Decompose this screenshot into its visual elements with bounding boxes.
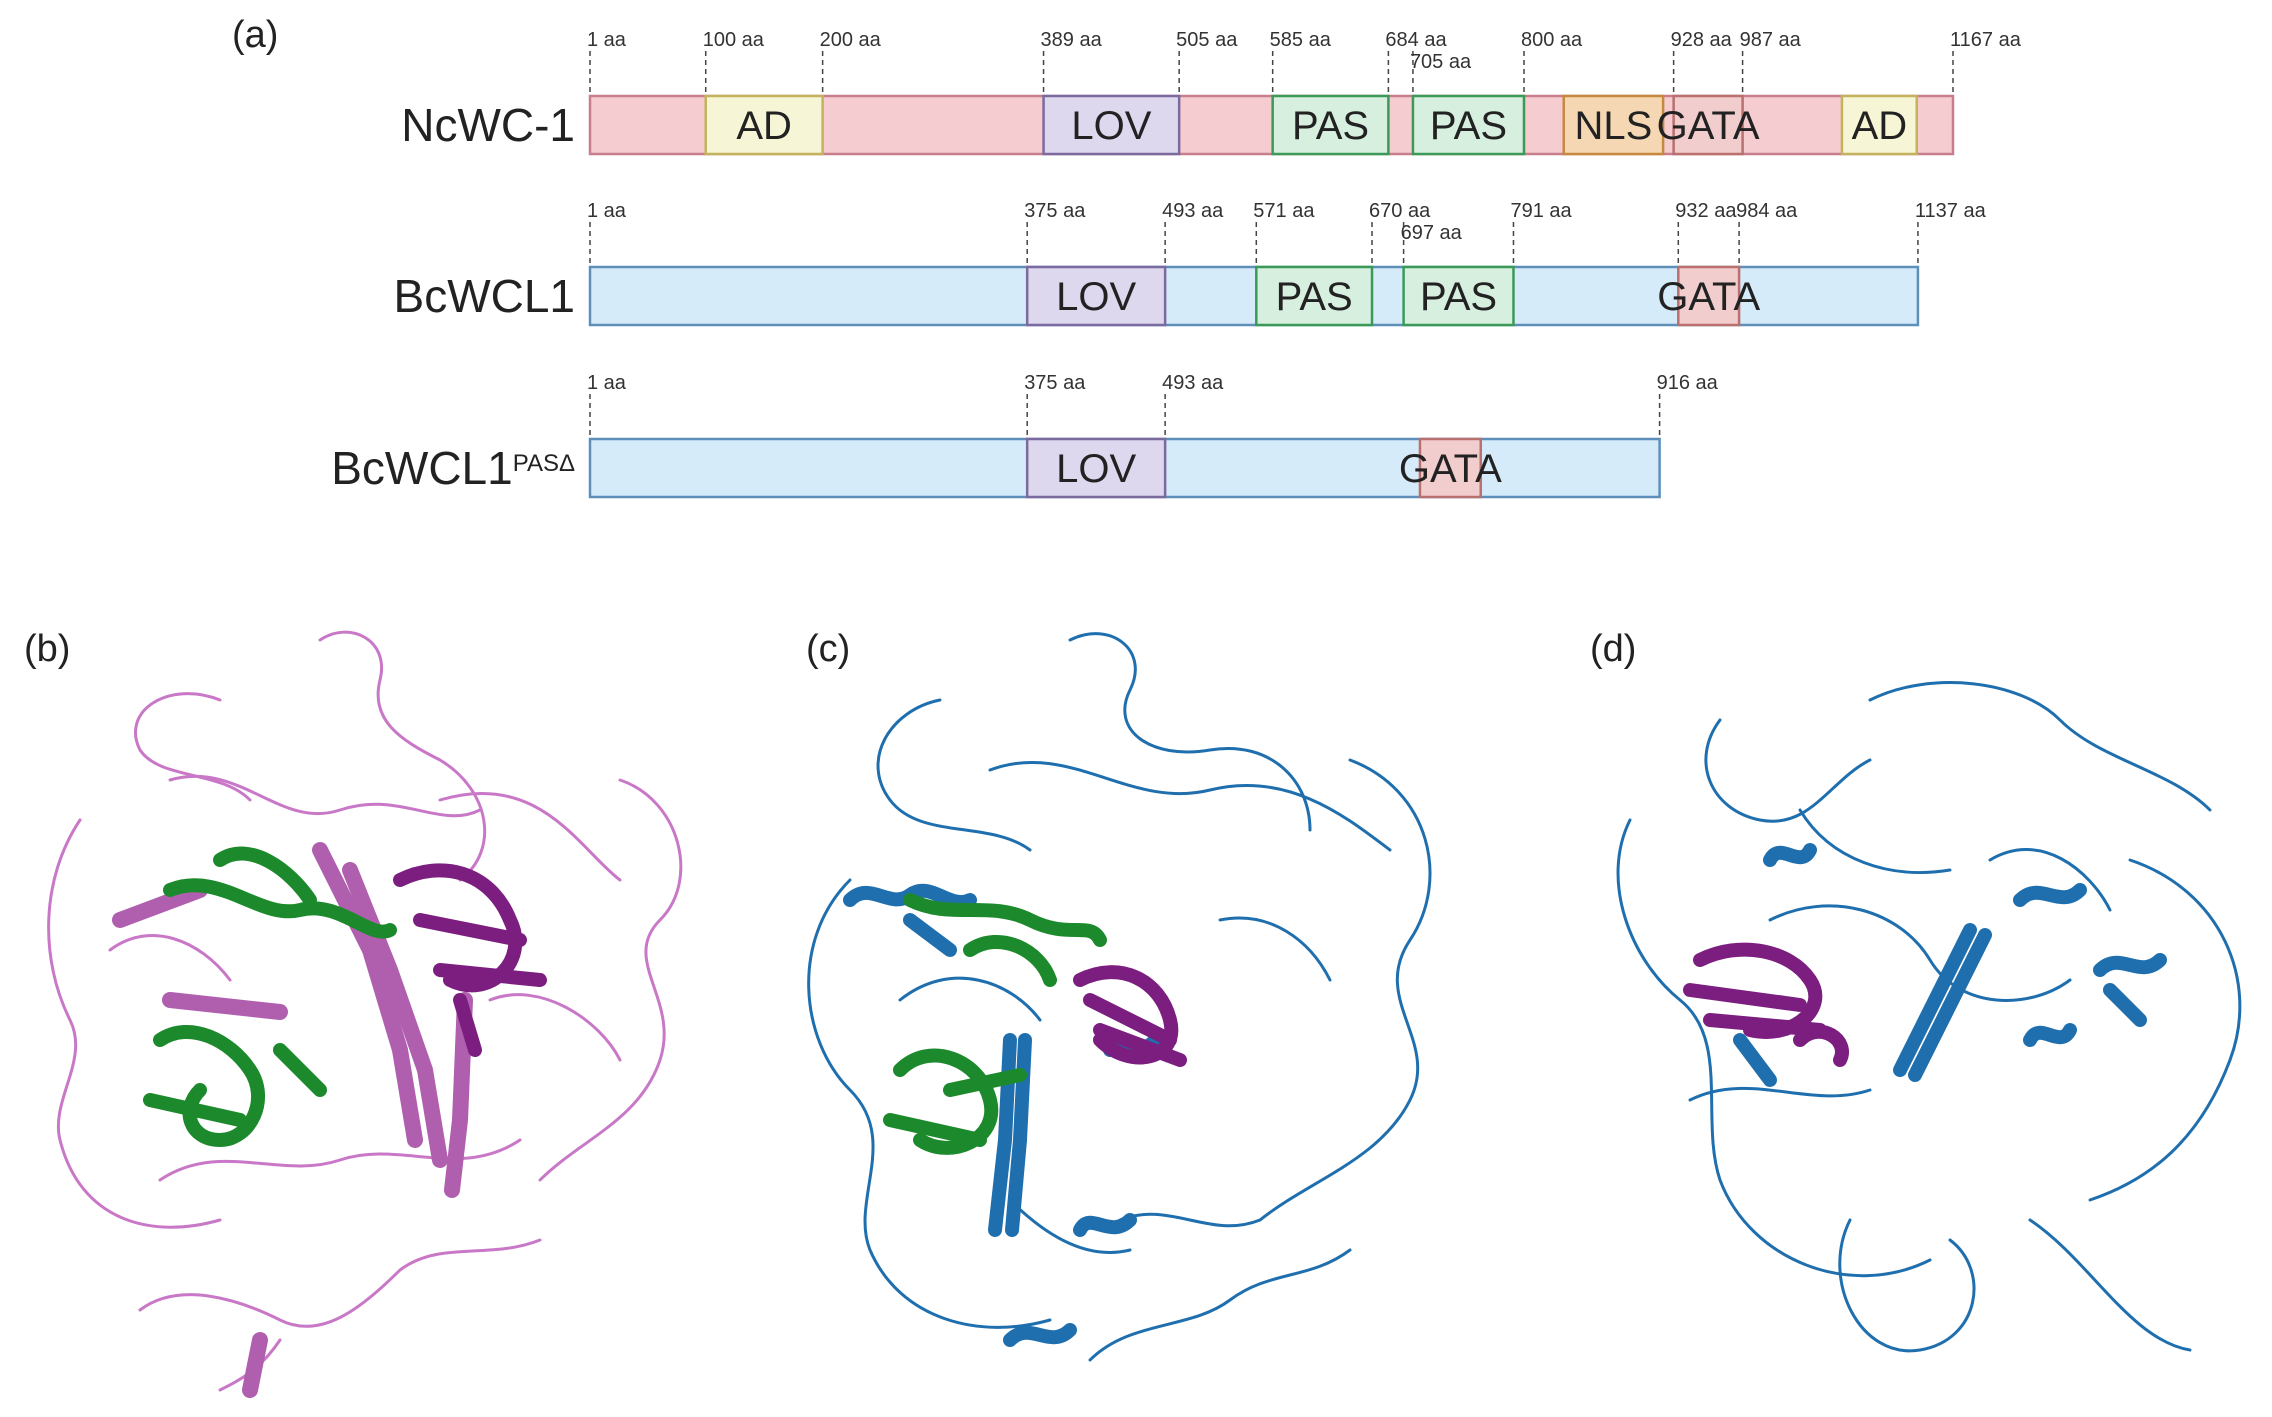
position-label: 1 aa	[587, 372, 627, 394]
position-label: 791 aa	[1510, 200, 1572, 222]
domain-box-lov	[1042, 94, 1181, 156]
domain-label: NLS	[1575, 104, 1653, 148]
position-label: 585 aa	[1270, 29, 1332, 51]
position-label: 987 aa	[1740, 29, 1802, 51]
position-label: 571 aa	[1253, 200, 1315, 222]
domain-label: LOV	[1056, 275, 1136, 319]
domain-box-nls	[1562, 94, 1665, 156]
domain-label: GATA	[1657, 104, 1760, 148]
position-label: 1167 aa	[1950, 29, 2022, 51]
protein-name: BcWCL1PASΔ	[331, 442, 575, 494]
protein-name: NcWC-1	[401, 99, 575, 151]
domain-label: GATA	[1399, 447, 1502, 491]
domain-label: PAS	[1276, 275, 1353, 319]
position-label: 493 aa	[1162, 200, 1224, 222]
panel-d-label: (d)	[1590, 628, 1637, 670]
position-label: 389 aa	[1041, 29, 1103, 51]
domain-box-pas	[1271, 94, 1390, 156]
domain-label: AD	[1852, 104, 1908, 148]
panel-c-label: (c)	[806, 628, 851, 670]
position-label: 200 aa	[820, 29, 882, 51]
domain-label: GATA	[1657, 275, 1760, 319]
position-label: 375 aa	[1024, 372, 1086, 394]
domain-box-pas	[1411, 94, 1526, 156]
domain-label: LOV	[1056, 447, 1136, 491]
position-label: 1 aa	[587, 200, 627, 222]
position-label: 916 aa	[1657, 372, 1719, 394]
domain-box-gata	[1677, 265, 1741, 327]
domain-label: LOV	[1071, 104, 1151, 148]
position-label: 705 aa	[1410, 51, 1472, 73]
position-label: 1 aa	[587, 29, 627, 51]
domain-box-lov	[1025, 265, 1167, 327]
domain-box-pas	[1402, 265, 1515, 327]
position-label: 1137 aa	[1915, 200, 1987, 222]
position-label: 505 aa	[1176, 29, 1238, 51]
domain-box-ad	[1840, 94, 1919, 156]
domain-label: PAS	[1292, 104, 1369, 148]
domain-box-ad	[704, 94, 824, 156]
position-label: 800 aa	[1521, 29, 1583, 51]
position-label: 928 aa	[1671, 29, 1733, 51]
panel-b-label: (b)	[24, 628, 71, 670]
position-label: 375 aa	[1024, 200, 1086, 222]
position-label: 493 aa	[1162, 372, 1224, 394]
position-label: 932 aa	[1675, 200, 1737, 222]
position-label: 684 aa	[1385, 29, 1447, 51]
domain-architecture-diagram: NcWC-1 1 aa 100 aa 200 aa 389 aa 505 aa 585 aa…	[331, 29, 2022, 499]
domain-box-gata	[1418, 437, 1482, 499]
domain-box-lov	[1025, 437, 1167, 499]
domain-box-gata	[1672, 94, 1744, 156]
protein-structure-bcwcl1-pasdelta-icon	[1616, 681, 2242, 1353]
protein-structure-ncwc1-icon	[47, 630, 683, 1398]
domain-label: PAS	[1420, 275, 1497, 319]
domain-label: PAS	[1430, 104, 1507, 148]
position-label: 670 aa	[1369, 200, 1431, 222]
panel-a-label: (a)	[232, 14, 279, 56]
domain-box-pas	[1255, 265, 1374, 327]
protein-structure-bcwcl1-icon	[807, 632, 1432, 1362]
position-label: 984 aa	[1736, 200, 1798, 222]
position-label: 100 aa	[703, 29, 765, 51]
domain-label: AD	[736, 104, 792, 148]
panel-a: (a) NcWC-1 1 aa 100 aa 200 aa 389 aa 505 aa 58…	[0, 0, 2272, 560]
protein-name: BcWCL1	[394, 270, 575, 322]
position-label: 697 aa	[1401, 222, 1463, 244]
